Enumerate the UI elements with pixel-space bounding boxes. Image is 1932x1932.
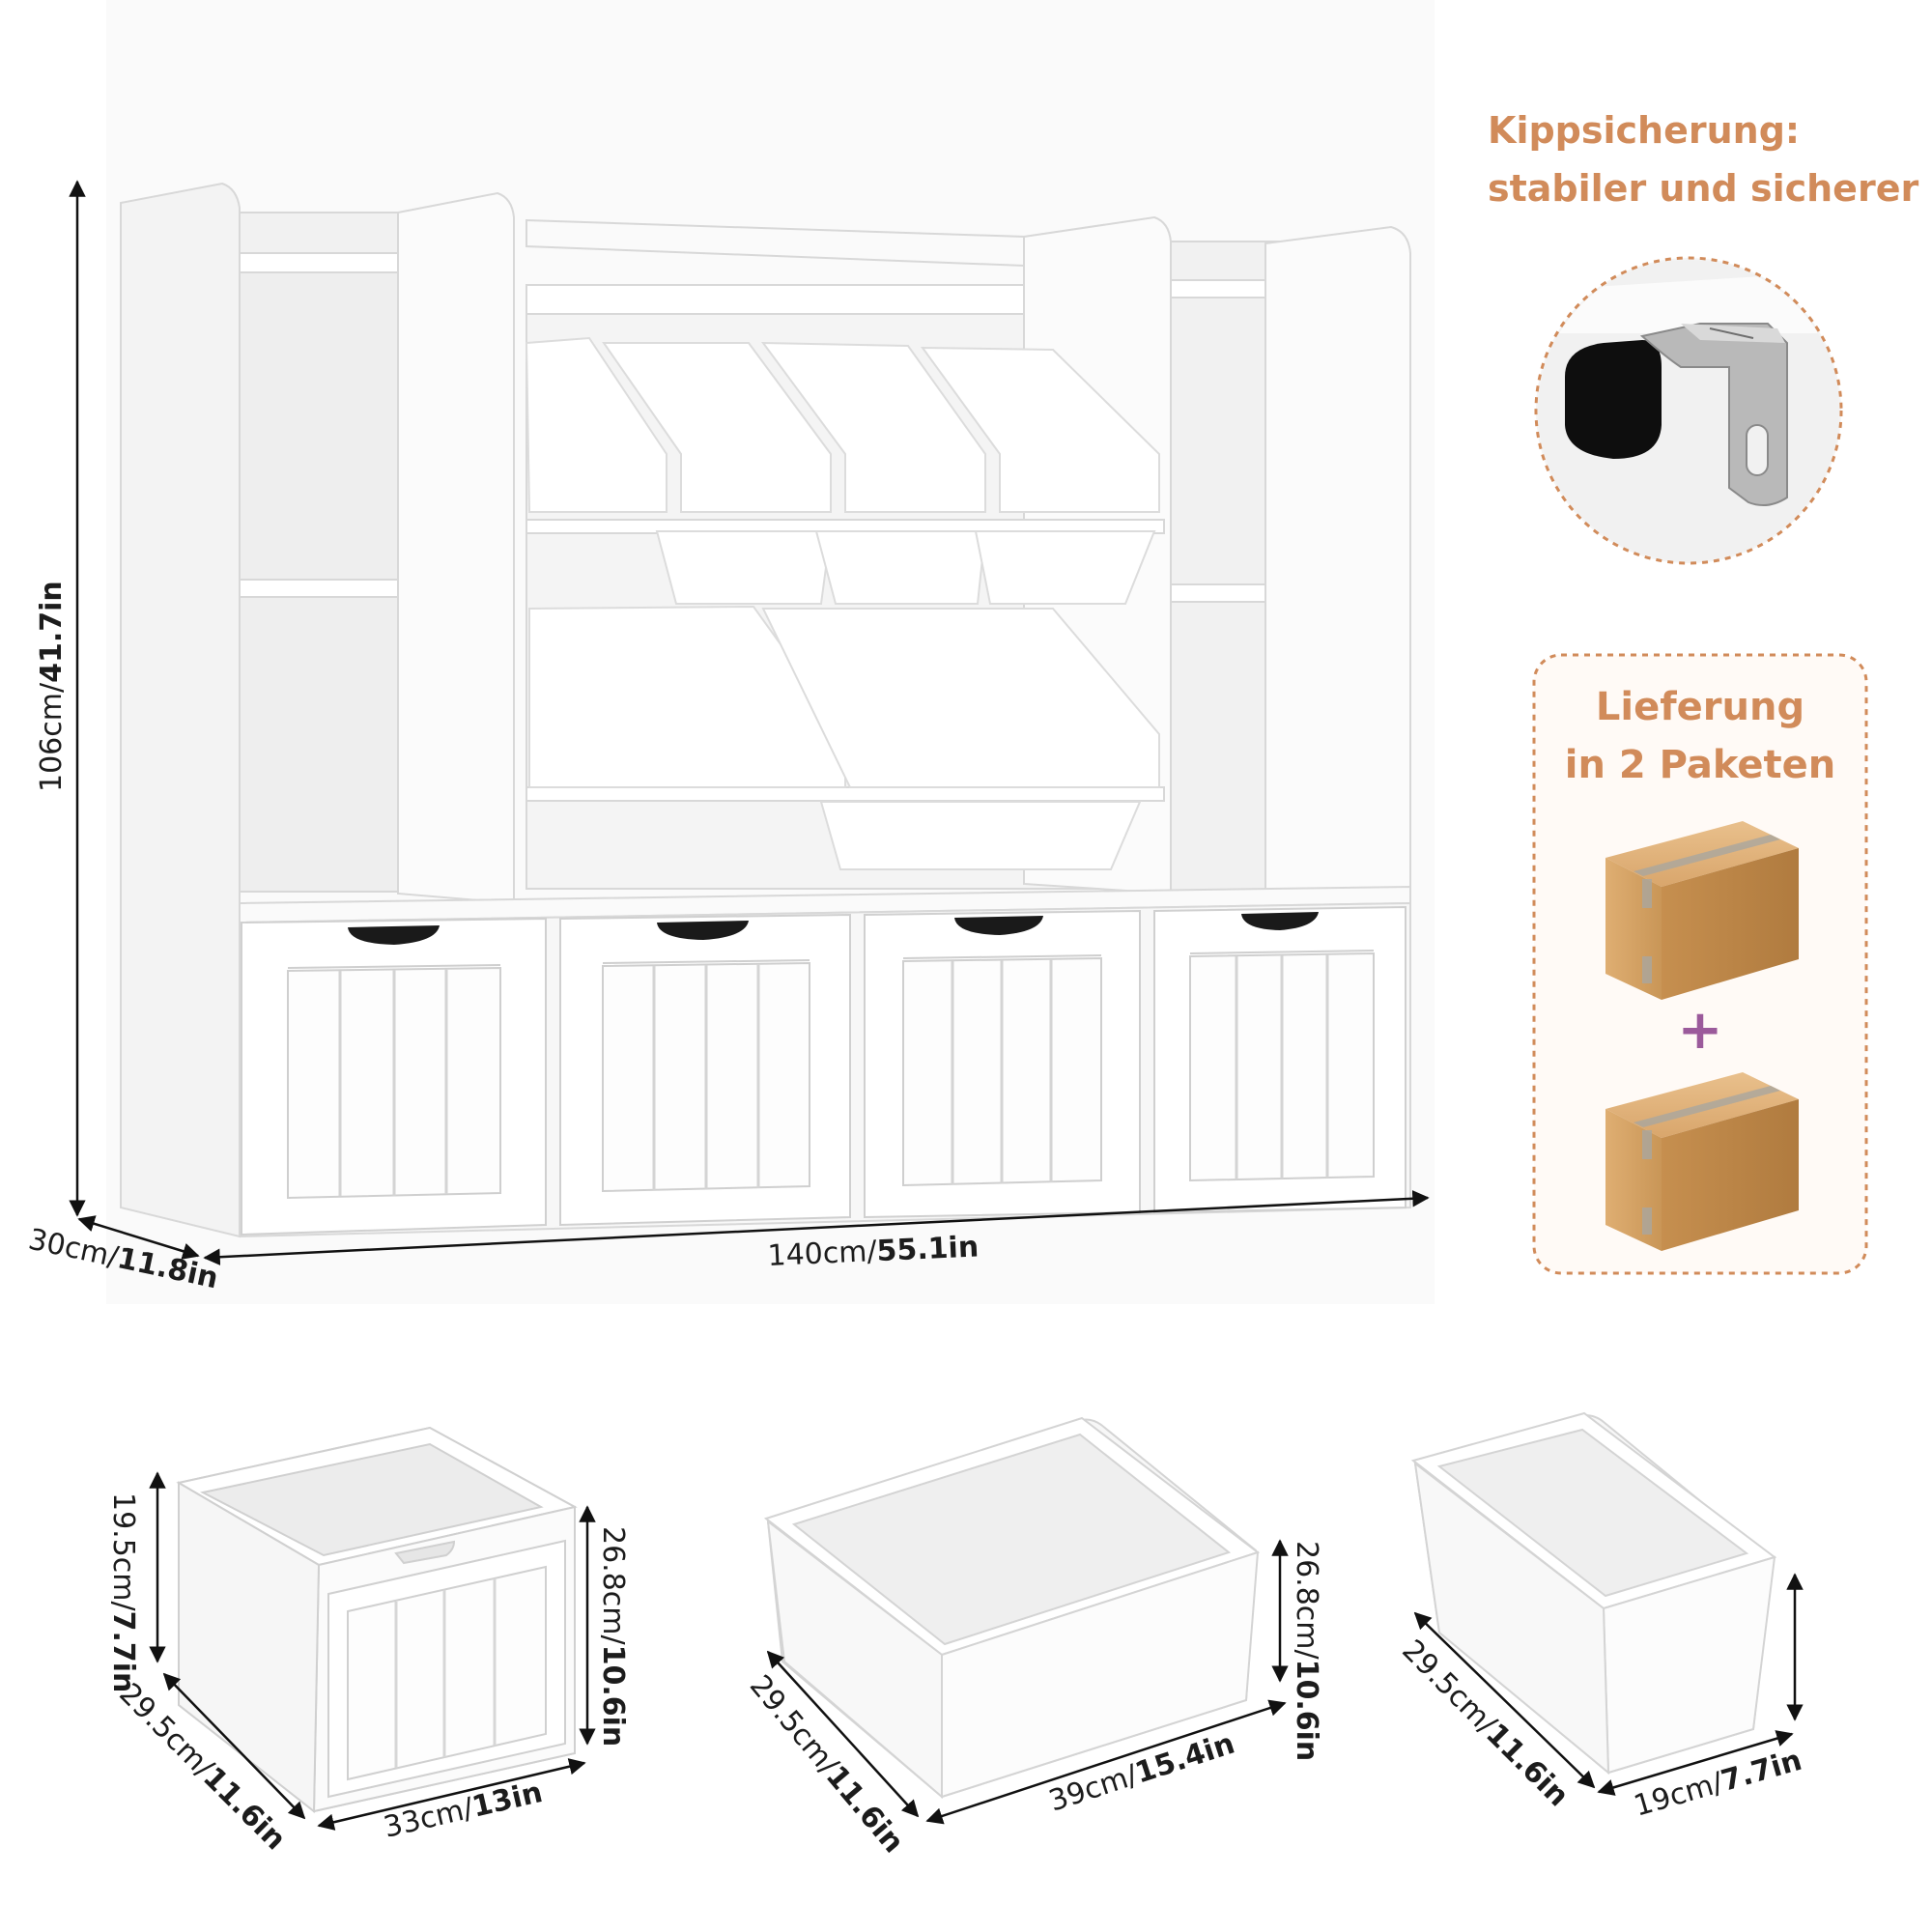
delivery-title-line2: in 2 Paketen	[1565, 743, 1836, 787]
tip-title-line2: stabiler und sicherer	[1488, 167, 1918, 210]
drawer-height1-label: 19.5cm/7.7in	[106, 1492, 140, 1692]
large-bin-dimension-lines	[766, 1539, 1289, 1825]
delivery-title-line1: Lieferung	[1596, 685, 1804, 729]
shelf-dimension-lines	[69, 180, 1430, 1265]
width-dimension-line	[203, 1190, 1430, 1265]
cardboard-box-icon	[1605, 1072, 1799, 1251]
depth-dimension-line	[77, 1215, 200, 1260]
drawer-handle	[1241, 912, 1319, 930]
drawer-dimension-lines	[149, 1471, 596, 1831]
large-storage-bin	[763, 1416, 1261, 1800]
drawer-height2-label: 26.8cm/10.6in	[596, 1526, 630, 1747]
small-bin-dimension-lines	[1413, 1573, 1804, 1796]
shelf-height-label: 106cm/41.7in	[35, 581, 69, 792]
tip-title-line1: Kippsicherung:	[1488, 109, 1800, 152]
drawer-handle	[348, 925, 440, 945]
drawer-handle	[954, 916, 1043, 935]
anti-tip-bracket-icon	[1534, 256, 1843, 565]
storage-drawer	[176, 1426, 578, 1814]
shelf-width-label: 140cm/55.1in	[767, 1230, 980, 1273]
plus-sign: +	[1678, 999, 1723, 1062]
cardboard-box-icon	[1605, 821, 1799, 1000]
drawer-handle	[657, 921, 749, 940]
toy-storage-shelf	[120, 182, 1411, 1238]
large-bin-height-label: 26.8cm/10.6in	[1290, 1541, 1323, 1761]
